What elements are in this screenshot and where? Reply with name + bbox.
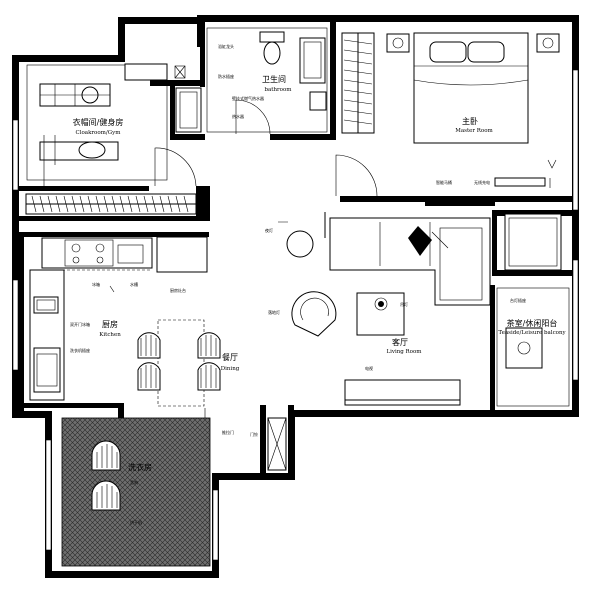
cloakroom-label: 衣帽间/健身房 — [73, 117, 124, 127]
note-3: 智能马桶 — [436, 179, 452, 185]
entry: 门铃 — [204, 408, 287, 471]
dining: 餐厅 Dining 推拉门 — [137, 319, 240, 435]
master-label-en: Master Room — [455, 128, 493, 134]
living-label: 客厅 — [392, 337, 408, 347]
note-16: 吊灯 — [400, 301, 408, 307]
kitchen-label: 厨房 — [102, 319, 118, 329]
kitchen: 厨房 Kitchen 冰箱 水槽 厨房灶台 双开门冰箱 洗衣机插座 — [29, 236, 208, 401]
note-2: 防水插座 — [218, 73, 234, 79]
kitchen-label-en: Kitchen — [99, 332, 121, 338]
note-8: 冰箱 — [92, 281, 100, 287]
cloakroom-gym: 衣帽间/健身房 Cloakroom/Gym — [25, 63, 197, 215]
bathroom-label: 卫生间 — [262, 74, 286, 84]
tea-balcony: 茶室/休闲阳台 Teaside/Leisure balcony 台灯插座 — [496, 287, 570, 407]
bathroom-label-en: bathroom — [264, 87, 292, 93]
note-10: 厨房灶台 — [170, 287, 186, 293]
note-17: 门铃 — [250, 431, 258, 437]
master-room: 主卧 Master Room 智能马桶 无线充电 — [335, 32, 560, 197]
balcony-label-en: Teaside/Leisure balcony — [498, 330, 566, 336]
note-1: 浴缸龙头 — [218, 43, 234, 49]
bathroom: 卫生间 bathroom 浴缸龙头 防水插座 壁挂式燃气热水器 热水器 — [175, 27, 328, 135]
note-9: 水槽 — [130, 281, 138, 287]
balcony-label: 茶室/休闲阳台 — [507, 318, 558, 328]
outer-walls — [12, 15, 579, 578]
laundry-balcony: 洗衣房 音响 烘干机 — [61, 417, 211, 567]
note-6: 夜灯 — [265, 227, 273, 233]
living-room: 客厅 Living Room 夜灯 电视 — [265, 212, 491, 406]
note-20: 烘干机 — [130, 519, 142, 525]
note-7: 电视 — [365, 365, 373, 371]
laundry-label: 洗衣房 — [128, 462, 152, 472]
note-15: 落地灯 — [268, 309, 280, 315]
interior-walls — [19, 22, 572, 480]
note-13: 双开门冰箱 — [70, 321, 90, 327]
living-label-en: Living Room — [386, 349, 422, 355]
fixture-marks: 落地灯 吊灯 — [109, 159, 557, 315]
note-18: 洗衣机插座 — [70, 347, 90, 353]
note-12: 热水器 — [232, 113, 244, 119]
right-closet — [504, 213, 562, 271]
note-19: 音响 — [130, 479, 138, 485]
cloakroom-label-en: Cloakroom/Gym — [76, 130, 122, 136]
dining-label-en: Dining — [221, 366, 240, 372]
note-4: 无线充电 — [474, 179, 490, 185]
note-5: 台灯插座 — [510, 297, 526, 303]
master-label: 主卧 — [462, 116, 478, 126]
note-14: 推拉门 — [222, 429, 234, 435]
dining-label: 餐厅 — [222, 353, 238, 362]
note-11: 壁挂式燃气热水器 — [232, 95, 264, 101]
